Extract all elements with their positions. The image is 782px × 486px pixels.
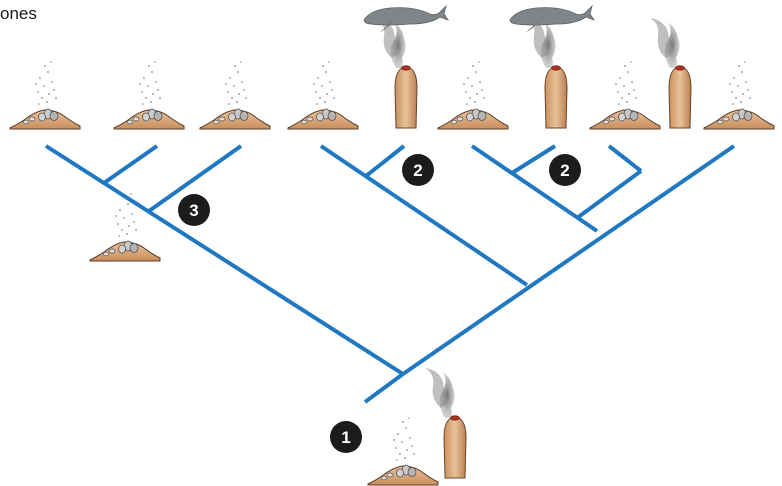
hydrothermal-vent-icon [424, 367, 467, 479]
hydrothermal-vent-icon [375, 17, 418, 129]
hydrothermal-vent-icon [525, 17, 568, 129]
seep-mound-icon [199, 60, 271, 130]
seep-mound-icon [113, 60, 185, 130]
badge-2: 2 [402, 154, 434, 186]
seep-mound-icon [703, 60, 775, 130]
seep-mound-icon [9, 60, 81, 130]
badge-3: 3 [178, 194, 210, 226]
whale-icon [509, 5, 595, 33]
badge-3-label: 3 [189, 201, 198, 220]
seep-mound-icon [437, 60, 509, 130]
badge-1: 1 [330, 421, 362, 453]
badge-2-label: 2 [413, 161, 422, 180]
tree-branches [44, 144, 736, 404]
badge-2: 2 [549, 154, 581, 186]
seep-mound-icon [589, 60, 661, 130]
hydrothermal-vent-icon [649, 17, 692, 129]
seep-mound-icon [89, 192, 161, 262]
seep-mound-icon [367, 416, 439, 486]
caption-text: ones [0, 4, 37, 23]
whale-icon [363, 5, 449, 33]
badge-2-label: 2 [560, 161, 569, 180]
seep-mound-icon [287, 60, 359, 130]
badge-1-label: 1 [341, 428, 350, 447]
